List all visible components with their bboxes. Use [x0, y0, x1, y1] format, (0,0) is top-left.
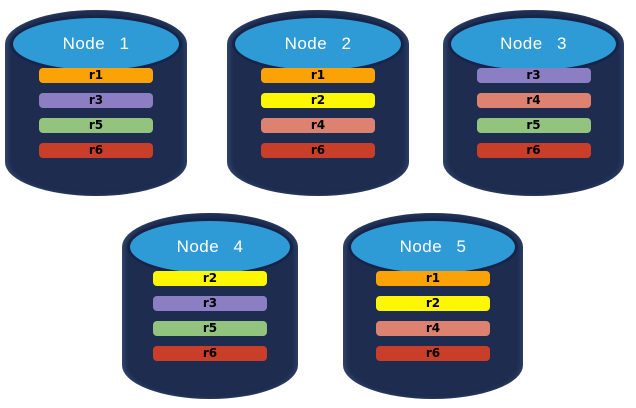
- replica-bar-r6: r6: [376, 346, 490, 361]
- node-3-cylinder: Node 3 r3 r4 r5 r6: [443, 10, 624, 196]
- node-1-cylinder: Node 1 r1 r3 r5 r6: [5, 10, 187, 196]
- cylinder-top-ellipse: Node 5: [348, 218, 518, 276]
- node-2-cylinder: Node 2 r1 r2 r4 r6: [227, 10, 409, 196]
- node-title: Node 1: [62, 34, 130, 53]
- replica-bar-r4: r4: [476, 93, 591, 108]
- replica-bar-r5: r5: [153, 321, 267, 336]
- node-title: Node 2: [284, 34, 352, 53]
- node-title: Node 5: [399, 237, 467, 256]
- replica-bar-r4: r4: [376, 321, 490, 336]
- replica-bar-r4: r4: [261, 118, 375, 133]
- replica-bar-r2: r2: [261, 93, 375, 108]
- cylinder-top-ellipse: Node 3: [448, 15, 619, 73]
- replica-bar-r6: r6: [261, 143, 375, 158]
- replica-bar-r3: r3: [153, 296, 267, 311]
- replica-bar-r1: r1: [39, 68, 153, 83]
- replica-bar-r1: r1: [376, 271, 490, 286]
- replica-bar-r3: r3: [39, 93, 153, 108]
- replica-list: r1 r3 r5 r6: [39, 68, 153, 158]
- cylinder-top-ellipse: Node 1: [10, 15, 182, 73]
- replica-bar-r6: r6: [153, 346, 267, 361]
- replica-bar-r6: r6: [476, 143, 591, 158]
- node-5-cylinder: Node 5 r1 r2 r4 r6: [343, 213, 523, 399]
- replica-bar-r3: r3: [476, 68, 591, 83]
- cylinder-top-ellipse: Node 4: [127, 218, 293, 276]
- replica-bar-r5: r5: [476, 118, 591, 133]
- replica-list: r3 r4 r5 r6: [476, 68, 591, 158]
- node-4-cylinder: Node 4 r2 r3 r5 r6: [122, 213, 298, 399]
- node-title: Node 4: [176, 237, 244, 256]
- replica-list: r1 r2 r4 r6: [376, 271, 490, 361]
- replica-list: r2 r3 r5 r6: [153, 271, 267, 361]
- replica-bar-r2: r2: [153, 271, 267, 286]
- replica-bar-r6: r6: [39, 143, 153, 158]
- cylinder-top-ellipse: Node 2: [232, 15, 404, 73]
- replica-list: r1 r2 r4 r6: [261, 68, 375, 158]
- node-title: Node 3: [500, 34, 567, 53]
- replica-bar-r1: r1: [261, 68, 375, 83]
- replica-bar-r5: r5: [39, 118, 153, 133]
- replica-bar-r2: r2: [376, 296, 490, 311]
